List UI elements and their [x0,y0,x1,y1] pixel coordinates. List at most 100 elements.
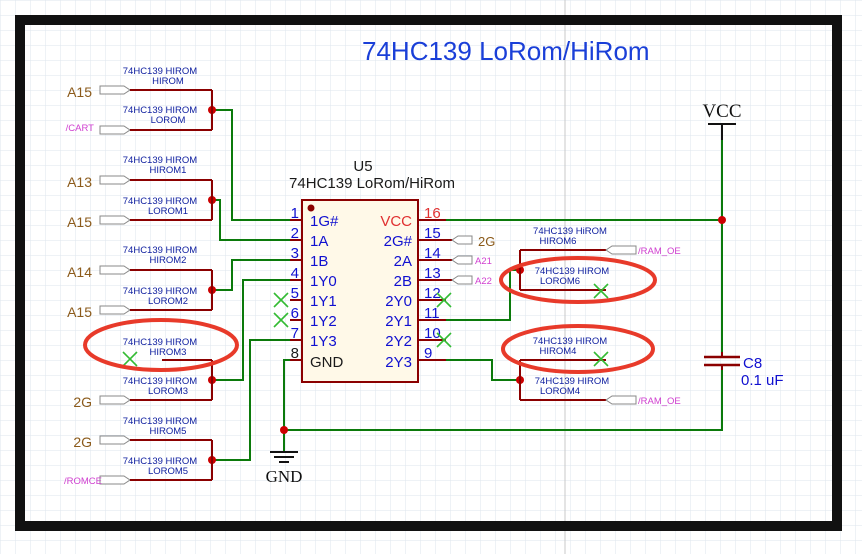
pin-number: 1 [291,205,299,222]
jumper-sublabel: LOROM2 [148,296,188,307]
jumper-lorom4[interactable]: 74HC139 HIROM LOROM4 [519,376,610,401]
gnd-power-port[interactable]: GND [266,451,303,486]
jumper-sublabel: LOROM1 [148,206,188,217]
jumper-lorom[interactable]: 74HC139 HIROM LOROM [123,105,213,131]
capacitor-value: 0.1 uF [741,372,784,389]
jumper-lorom2[interactable]: 74HC139 HIROM LOROM2 [123,286,213,311]
pin-name: 1Y2 [310,313,337,330]
pin1-marker [307,204,315,212]
net-label-2g: 2G [73,394,92,410]
junction-dot [280,426,288,434]
net-label-ram-oe: /RAM_OE [638,246,681,257]
net-label-a21: A21 [475,256,492,267]
jumper-sublabel: HIROM6 [540,236,577,247]
jumper-sublabel: HIROM2 [150,255,187,266]
pin-name: 1Y3 [310,333,337,350]
vcc-label: VCC [702,101,741,122]
net-label-a13: A13 [67,174,92,190]
gnd-label: GND [266,467,303,486]
jumper-sublabel: HIROM4 [540,346,577,357]
jumper-hirom1[interactable]: 74HC139 HIROM HIROM1 [123,155,213,200]
pin-name: 2B [394,273,412,290]
net-port [99,305,131,315]
pin-number: 6 [291,305,299,322]
jumper-label: 74HC139 HIROM [535,266,610,277]
highlight-ellipse-hirom3 [83,318,239,372]
jumper-label: 74HC139 HIROM [123,286,198,297]
jumper-sublabel: HIROM1 [150,165,187,176]
right-net-ports: 2G A21 A22 [446,234,495,287]
pin-name: 2Y2 [385,333,412,350]
vcc-power-port[interactable]: VCC [702,101,742,140]
chip-left-pins: 1 2 3 4 5 6 7 8 1G# 1A 1B 1Y0 1Y1 1Y2 1Y… [290,205,344,371]
left-jumpers: 74HC139 HIROM HIROM 74HC139 HIROM LOROM … [123,66,213,481]
jumper-sublabel: LOROM [151,115,186,126]
pin-number: 5 [291,285,299,302]
jumper-label: 74HC139 HIROM [535,376,610,387]
net-port [451,275,473,285]
jumper-lorom3[interactable]: 74HC139 HIROM LOROM3 [123,376,213,401]
left-net-ports [99,85,131,485]
pin-number: 12 [424,285,441,302]
jumper-hirom2[interactable]: 74HC139 HIROM HIROM2 [123,245,213,290]
jumper-label: 74HC139 HIROM [123,456,198,467]
jumper-sublabel: LOROM4 [540,386,580,397]
chip-designator: U5 [353,158,372,175]
net-port [99,125,131,135]
jumper-label: 74HC139 HIROM [123,245,198,256]
net-port [99,215,131,225]
nc-mark [122,351,138,367]
jumper-label: 74HC139 HIROM [123,416,198,427]
chip-u5[interactable]: U5 74HC139 LoRom/HiRom [289,158,455,383]
capacitor-c8[interactable]: C8 0.1 uF [704,352,784,389]
left-net-port-leads [130,89,162,481]
net-label-ram-oe: /RAM_OE [638,396,681,407]
jumper-sublabel: LOROM3 [148,386,188,397]
jumper-hirom5[interactable]: 74HC139 HIROM HIROM5 [123,416,213,460]
highlight-annotations [83,256,657,374]
chip-name: 74HC139 LoRom/HiRom [289,175,455,192]
net-port [99,265,131,275]
pin-number: 11 [424,305,440,322]
net-label-romce: /ROMCE [64,476,102,487]
jumper-hirom[interactable]: 74HC139 HIROM HIROM [123,66,213,110]
pin-number: 8 [291,345,299,362]
net-port [99,175,131,185]
net-port [99,475,131,485]
highlight-ellipse-lorom6 [499,256,657,304]
jumper-label: 74HC139 HIROM [123,66,198,77]
pin-name: 2A [394,253,412,270]
pin-number: 10 [424,325,441,342]
net-label-a15: A15 [67,84,92,100]
pin-number-vcc: 16 [424,205,441,222]
highlight-ellipse-hirom4 [501,324,655,374]
net-port [99,435,131,445]
pin-name: 2Y0 [385,293,412,310]
pin-name: 2Y1 [385,313,412,330]
net-label-cart: /CART [66,123,95,134]
jumper-label: 74HC139 HIROM [123,376,198,387]
junction-dot [718,216,726,224]
net-port [99,85,131,95]
sheet-title: 74HC139 LoRom/HiRom [362,36,650,66]
pin-name: 1A [310,233,328,250]
jumper-lorom1[interactable]: 74HC139 HIROM LOROM1 [123,196,213,221]
jumper-label: 74HC139 HiROM [533,226,607,237]
jumper-sublabel: HIROM3 [150,347,187,358]
net-label-2g: 2G [73,434,92,450]
jumper-lorom5[interactable]: 74HC139 HIROM LOROM5 [123,456,213,481]
chip-body [301,199,419,383]
jumper-label: 74HC139 HIROM [123,105,198,116]
net-label-a15: A15 [67,214,92,230]
pin-number: 4 [291,265,299,282]
pin-name: 1Y0 [310,273,337,290]
pin-number: 14 [424,245,441,262]
pin-name: 1B [310,253,328,270]
pin-number: 7 [291,325,299,342]
pin-name: 1Y1 [310,293,337,310]
right-jumpers: 74HC139 HiROM HIROM6 74HC139 HIROM LOROM… [519,226,681,407]
jumper-label: 74HC139 HIROM [123,337,198,348]
jumper-label: 74HC139 HIROM [123,196,198,207]
jumper-lorom6[interactable]: 74HC139 HIROM LOROM6 [519,266,610,291]
